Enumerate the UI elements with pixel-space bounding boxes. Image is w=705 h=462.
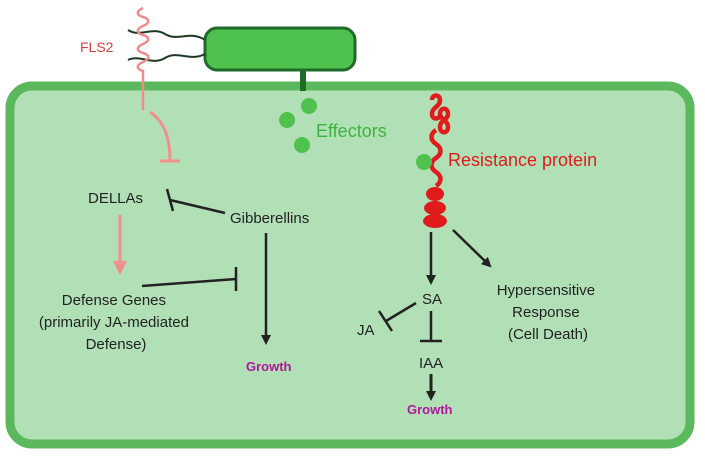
bacterium-flagellum: [127, 53, 206, 62]
ja-label: JA: [357, 322, 375, 339]
gibberellins-label: Gibberellins: [230, 210, 309, 227]
resistance-protein-coil: [429, 93, 451, 188]
effectors-label: Effectors: [316, 121, 387, 141]
defense-genes-label: Defense Genes (primarily JA-mediated Def…: [39, 292, 193, 353]
resistance-protein-label: Resistance protein: [448, 150, 597, 170]
resistance-hr-arrow: [452, 229, 492, 268]
fls2-label: FLS2: [80, 39, 114, 55]
secretion-system: [300, 69, 306, 91]
effector-dot: [301, 98, 317, 114]
bacterium: [203, 26, 357, 72]
gibberellins-defense-inhibition-line: [141, 277, 237, 288]
growth-left-label: Growth: [246, 359, 292, 374]
hypersensitive-response-label: Hypersensitive Response (Cell Death): [497, 282, 600, 343]
resistance-protein-domain: [423, 214, 447, 228]
gibberellins-dellas-inhibition-bar: [165, 188, 175, 212]
effector-dot: [279, 112, 295, 128]
fls2-receptor: [136, 6, 150, 110]
plant-cell: [5, 81, 695, 449]
growth-right-label: Growth: [407, 402, 453, 417]
fls2-inhibition-line: [149, 110, 172, 161]
resistance-protein-domain: [426, 187, 444, 201]
resistance-protein-domain: [424, 201, 446, 215]
iaa-label: IAA: [419, 355, 443, 372]
dellas-label: DELLAs: [88, 190, 143, 207]
sa-label: SA: [422, 291, 442, 308]
effector-dot: [294, 137, 310, 153]
sa-ja-inhibition-bar: [377, 310, 394, 332]
bound-effector-dot: [416, 154, 432, 170]
sa-ja-inhibition-line: [385, 301, 417, 323]
gibberellins-dellas-inhibition-line: [169, 198, 226, 215]
